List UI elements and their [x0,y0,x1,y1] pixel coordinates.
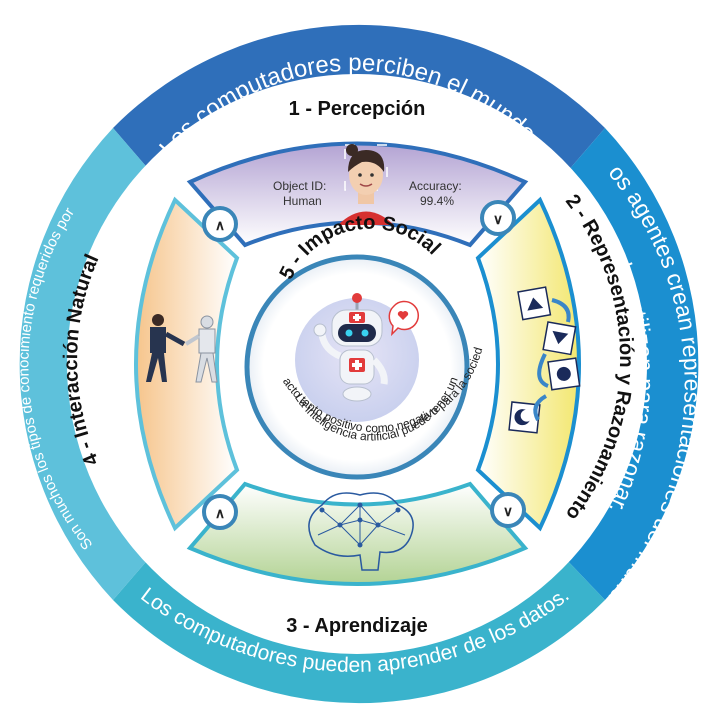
center-panel [244,254,470,480]
svg-text:∧: ∧ [215,505,225,521]
perception-title: 1 - Percepción [289,98,426,120]
interaction-segment [134,196,240,532]
object-id-value: Human [283,194,322,208]
neural-brain-icon [308,492,414,571]
outer-ring-top-segment [113,24,605,173]
robot-icon [313,293,420,402]
accuracy-value: 99.4% [420,194,454,208]
connector-top-right: ∨ [480,200,516,236]
svg-text:∧: ∧ [215,217,225,233]
svg-text:∨: ∨ [503,503,513,519]
person-face-icon [338,144,394,225]
connectors: ∧ ∨ ∨ ∧ [202,200,526,530]
learning-segment [186,481,529,586]
connector-bottom-right: ∨ [490,492,526,528]
svg-text:∨: ∨ [493,211,503,227]
accuracy-label: Accuracy: [409,179,462,193]
perception-segment: Object ID: Human Accuracy: 99.4% [186,141,529,248]
representation-segment [475,196,581,532]
object-id-label: Object ID: [273,179,326,193]
cube-reasoning-icon [508,286,581,434]
outer-ring-right-segment [563,128,699,600]
outer-ring-left-segment [19,128,151,600]
learning-title: 3 - Aprendizaje [286,615,428,637]
connector-top-left: ∧ [202,206,238,242]
connector-bottom-left: ∧ [202,494,238,530]
outer-ring-bottom-segment [113,556,605,704]
handshake-icon [146,314,218,383]
